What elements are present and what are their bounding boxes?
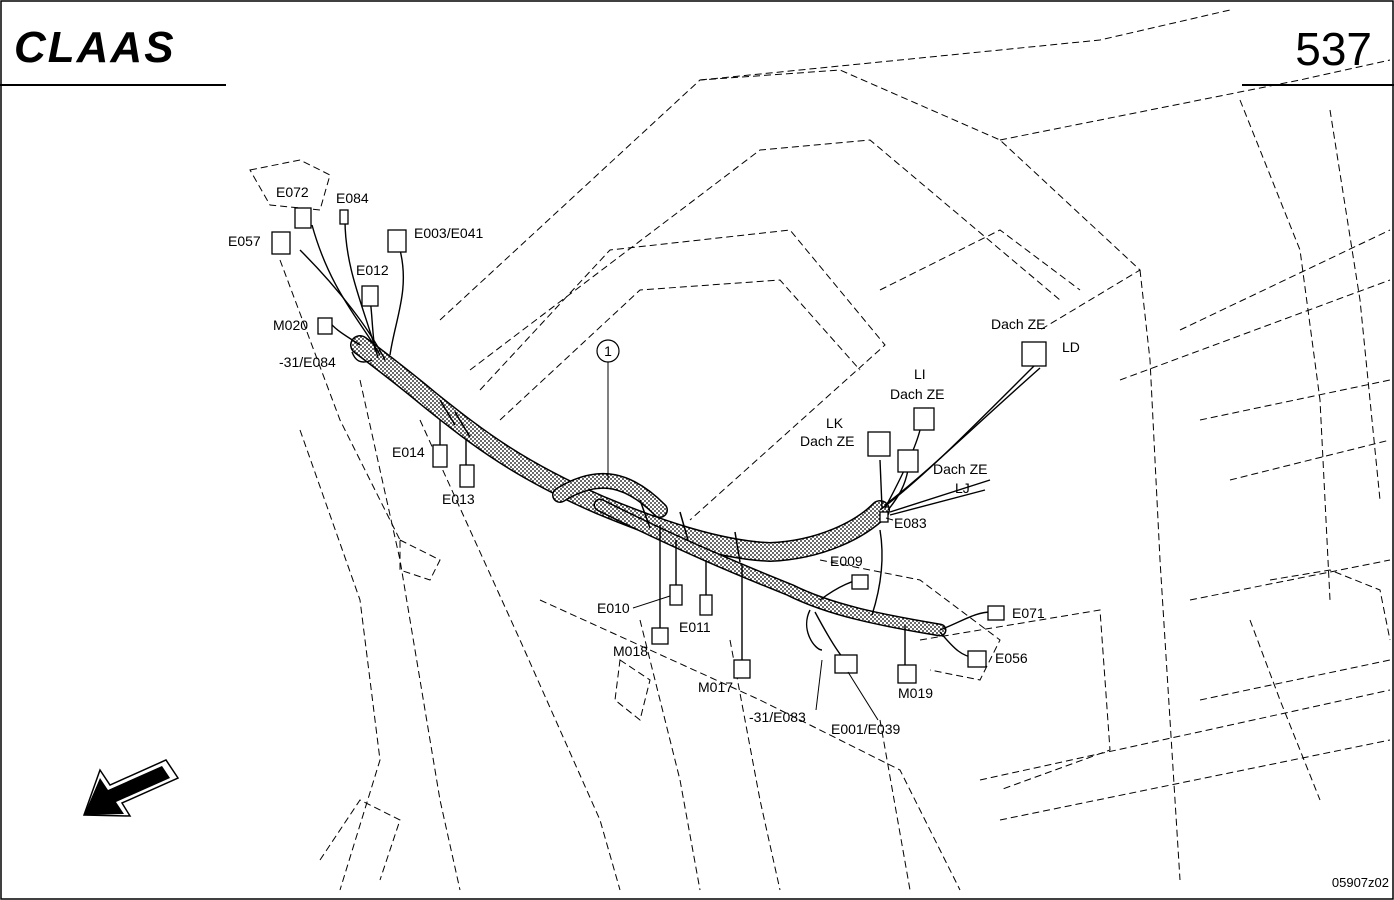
connector-dach-ze-li <box>913 407 935 431</box>
connector-m020 <box>317 317 333 335</box>
label-dach-ze-li: Dach ZE <box>890 386 944 402</box>
connector-m019 <box>897 664 917 684</box>
callout-number: 1 <box>604 343 612 359</box>
label-li: LI <box>914 366 926 382</box>
label-e003-e041: E003/E041 <box>414 225 483 241</box>
label-e001-e039: E001/E039 <box>831 721 900 737</box>
label-m020: M020 <box>273 317 308 333</box>
label-e012: E012 <box>356 262 389 278</box>
label-e014: E014 <box>392 444 425 460</box>
connector-e083 <box>879 511 889 523</box>
page-number: 537 <box>1295 23 1372 75</box>
connector-e014 <box>432 444 448 468</box>
connector-m017 <box>733 659 751 679</box>
label-e010: E010 <box>597 600 630 616</box>
arrow-down-left-icon <box>82 759 180 817</box>
connector-e013 <box>459 464 475 488</box>
label-e072: E072 <box>276 184 309 200</box>
main-harness <box>350 335 947 637</box>
connector-dach-ze-lj <box>897 449 919 473</box>
label-e056: E056 <box>995 650 1028 666</box>
connector-e072 <box>294 207 312 229</box>
connector-e011 <box>699 594 713 616</box>
label-e013: E013 <box>442 491 475 507</box>
label-e084: E084 <box>336 190 369 206</box>
label-m017: M017 <box>698 679 733 695</box>
connector-dach-ze-lk <box>867 431 891 457</box>
claas-logo: CLAAS <box>14 23 176 72</box>
label-m019: M019 <box>898 685 933 701</box>
label-dach-ze-lk: Dach ZE <box>800 433 854 449</box>
connector-m018 <box>651 627 669 645</box>
label-e011: E011 <box>679 619 711 635</box>
label-dach-ze-lj: Dach ZE <box>933 461 987 477</box>
label-e083: E083 <box>894 515 927 531</box>
label-lk: LK <box>826 415 844 431</box>
connector-e010 <box>669 584 683 606</box>
cab-outline <box>249 9 1391 891</box>
leader-lines <box>607 362 894 721</box>
callout-circle-1 <box>596 339 620 363</box>
label-dach-ze-ld: Dach ZE <box>991 316 1045 332</box>
connector-dach-ze-ld <box>1021 341 1047 367</box>
connector-e084 <box>339 209 349 225</box>
connector-e009 <box>851 574 869 590</box>
label-e071: E071 <box>1012 605 1045 621</box>
connectors <box>271 207 1047 684</box>
label-31-e084: -31/E084 <box>279 354 336 370</box>
label-31-e083: -31/E083 <box>749 709 806 725</box>
connector-e056 <box>967 650 987 668</box>
connector-e071 <box>987 605 1005 621</box>
label-m018: M018 <box>613 643 648 659</box>
label-ld: LD <box>1062 339 1080 355</box>
drawing-code: 05907z02 <box>1332 875 1389 890</box>
connector-e057 <box>271 231 291 255</box>
label-e009: E009 <box>830 553 863 569</box>
label-e057: E057 <box>228 233 261 249</box>
label-lj: LJ <box>955 480 970 496</box>
connector-e012 <box>361 285 379 307</box>
connector-e003-e041 <box>387 229 407 253</box>
connector-e001-e039 <box>834 654 858 674</box>
component-labels: E072 E084 E057 E003/E041 E012 M020 -31/E… <box>228 184 1080 737</box>
